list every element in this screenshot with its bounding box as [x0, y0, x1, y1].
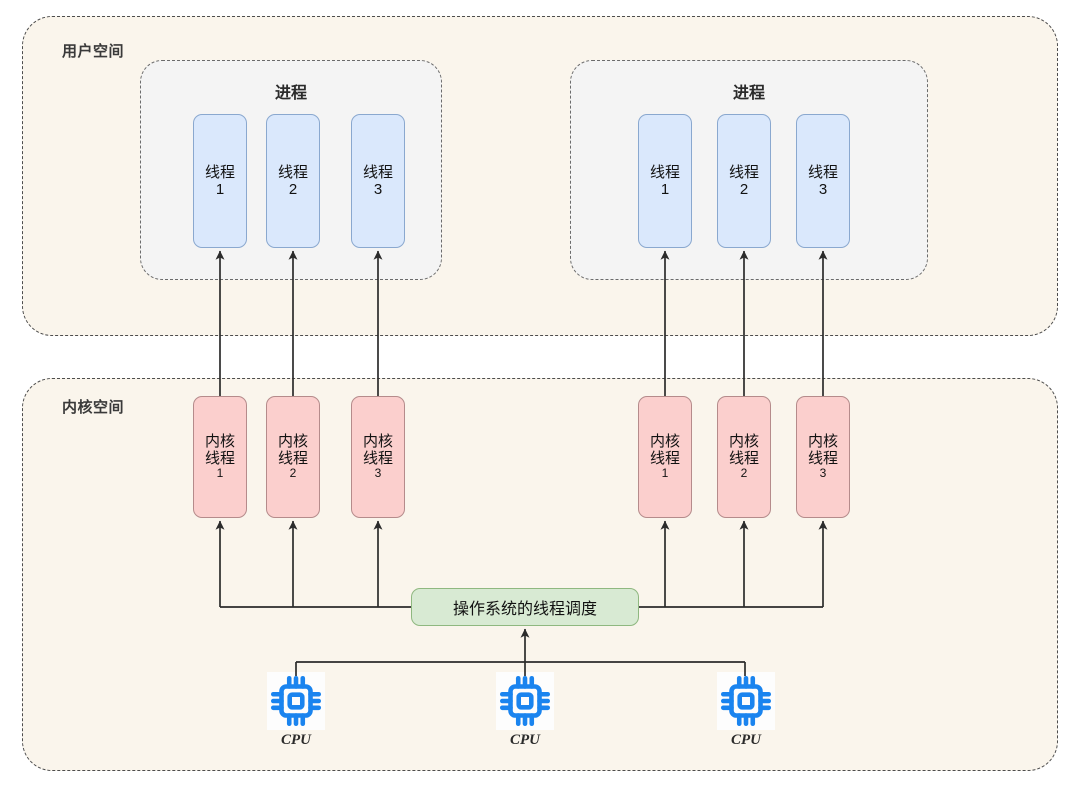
kernel-thread-1-line2: 线程 — [204, 450, 235, 468]
cpu-chip-icon — [496, 672, 554, 730]
user-thread-1-1-name: 线程 — [204, 163, 235, 181]
kernel-thread-5-num: 2 — [740, 466, 748, 481]
kernel-thread-1-num: 1 — [216, 466, 224, 481]
cpu-3[interactable]: CPU — [710, 672, 782, 749]
user-thread-2-1-name: 线程 — [649, 163, 680, 181]
kernel-thread-1[interactable]: 内核 线程 1 — [193, 396, 247, 518]
kernel-thread-2[interactable]: 内核 线程 2 — [266, 396, 320, 518]
user-thread-2-2-num: 2 — [739, 181, 749, 198]
process-title-1: 进程 — [274, 85, 307, 102]
user-thread-2-3-num: 3 — [818, 181, 828, 198]
cpu-1[interactable]: CPU — [260, 672, 332, 749]
cpu-3-label: CPU — [731, 732, 761, 748]
user-thread-2-2-name: 线程 — [728, 163, 759, 181]
cpu-1-label: CPU — [281, 732, 311, 748]
user-thread-2-3[interactable]: 线程 3 — [796, 114, 850, 248]
kernel-thread-5-line2: 线程 — [728, 450, 759, 468]
kernel-thread-4-num: 1 — [661, 466, 669, 481]
scheduler-box[interactable]: 操作系统的线程调度 — [411, 588, 639, 626]
user-thread-1-1-num: 1 — [215, 181, 225, 198]
scheduler-label: 操作系统的线程调度 — [452, 601, 597, 618]
user-thread-1-2-name: 线程 — [277, 163, 308, 181]
kernel-thread-3-line1: 内核 — [362, 432, 393, 450]
kernel-thread-5[interactable]: 内核 线程 2 — [717, 396, 771, 518]
kernel-thread-6-num: 3 — [819, 466, 827, 481]
region-kernel-space-label: 内核空间 — [62, 399, 125, 416]
user-thread-1-3[interactable]: 线程 3 — [351, 114, 405, 248]
cpu-chip-icon — [717, 672, 775, 730]
kernel-thread-1-line1: 内核 — [204, 432, 235, 450]
user-thread-2-3-name: 线程 — [807, 163, 838, 181]
user-thread-1-2-num: 2 — [288, 181, 298, 198]
region-user-space-label: 用户空间 — [62, 43, 125, 60]
kernel-thread-4-line2: 线程 — [649, 450, 680, 468]
kernel-thread-3-num: 3 — [374, 466, 382, 481]
kernel-thread-4-line1: 内核 — [649, 432, 680, 450]
kernel-thread-6-line2: 线程 — [807, 450, 838, 468]
kernel-thread-2-line2: 线程 — [277, 450, 308, 468]
kernel-thread-6-line1: 内核 — [807, 432, 838, 450]
kernel-thread-3[interactable]: 内核 线程 3 — [351, 396, 405, 518]
kernel-thread-6[interactable]: 内核 线程 3 — [796, 396, 850, 518]
cpu-2-label: CPU — [510, 732, 540, 748]
kernel-thread-5-line1: 内核 — [728, 432, 759, 450]
cpu-2[interactable]: CPU — [489, 672, 561, 749]
user-thread-2-1[interactable]: 线程 1 — [638, 114, 692, 248]
cpu-chip-icon — [267, 672, 325, 730]
user-thread-1-3-name: 线程 — [362, 163, 393, 181]
kernel-thread-2-line1: 内核 — [277, 432, 308, 450]
user-thread-2-2[interactable]: 线程 2 — [717, 114, 771, 248]
process-title-2: 进程 — [732, 85, 765, 102]
kernel-thread-4[interactable]: 内核 线程 1 — [638, 396, 692, 518]
kernel-thread-2-num: 2 — [289, 466, 297, 481]
user-thread-1-1[interactable]: 线程 1 — [193, 114, 247, 248]
user-thread-1-2[interactable]: 线程 2 — [266, 114, 320, 248]
kernel-thread-3-line2: 线程 — [362, 450, 393, 468]
user-thread-1-3-num: 3 — [373, 181, 383, 198]
user-thread-2-1-num: 1 — [660, 181, 670, 198]
